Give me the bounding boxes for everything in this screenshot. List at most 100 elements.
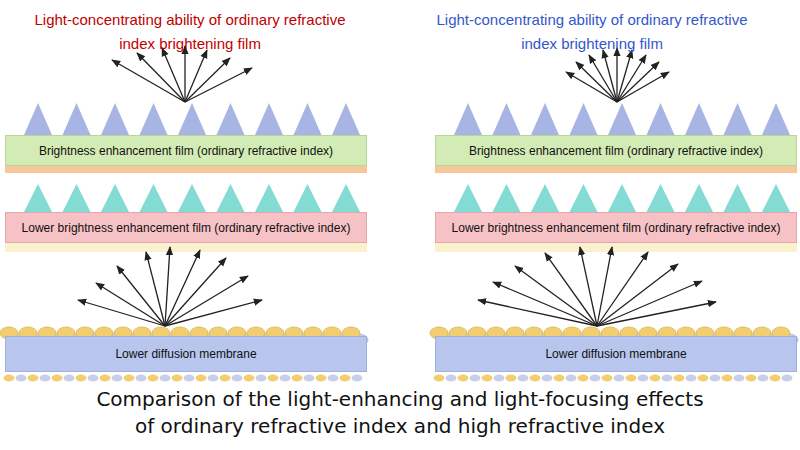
light-ray — [78, 300, 165, 326]
film-label: Lower diffusion membrane — [545, 347, 686, 361]
prism — [454, 184, 482, 212]
back-bead — [722, 375, 733, 382]
light-ray — [597, 302, 716, 326]
prism — [685, 184, 713, 212]
prism — [255, 103, 283, 135]
back-bead — [280, 375, 291, 382]
back-bead — [172, 375, 183, 382]
panel-heading: Light-concentrating ability of ordinary … — [20, 8, 360, 56]
back-bead — [602, 375, 613, 382]
light-ray — [580, 247, 597, 326]
prism — [724, 184, 752, 212]
diffusion-band: Lower diffusion membrane — [435, 336, 797, 372]
back-bead — [506, 375, 517, 382]
back-bead — [76, 375, 87, 382]
prism-film-band: Brightness enhancement film (ordinary re… — [435, 135, 797, 166]
prism — [101, 184, 129, 212]
prism — [63, 184, 91, 212]
back-bead — [28, 375, 39, 382]
back-bead — [304, 375, 315, 382]
back-bead — [638, 375, 649, 382]
light-ray — [185, 50, 207, 102]
back-bead — [316, 375, 327, 382]
back-bead — [698, 375, 709, 382]
backing-strip — [435, 243, 797, 252]
prism — [493, 184, 521, 212]
back-bead — [734, 375, 745, 382]
light-ray — [603, 50, 617, 102]
back-bead — [352, 375, 363, 382]
back-bead — [16, 375, 27, 382]
light-ray — [597, 264, 678, 326]
diffusion-band: Lower diffusion membrane — [5, 336, 367, 372]
light-ray — [617, 72, 669, 102]
back-bead — [662, 375, 673, 382]
back-bead — [746, 375, 757, 382]
prism — [217, 184, 245, 212]
prism — [255, 184, 283, 212]
back-bead — [52, 375, 63, 382]
light-ray — [597, 281, 702, 326]
prism-film-band: Brightness enhancement film (ordinary re… — [5, 135, 367, 166]
lower-prism-film-band: Lower brightness enhancement film (ordin… — [435, 212, 797, 243]
prism — [724, 103, 752, 135]
prism — [608, 103, 636, 135]
back-bead — [578, 375, 589, 382]
prism — [647, 184, 675, 212]
caption: Comparison of the light-enhancing and li… — [90, 386, 710, 440]
back-bead — [494, 375, 505, 382]
back-bead — [40, 375, 51, 382]
back-bead — [770, 375, 781, 382]
prism — [178, 184, 206, 212]
back-bead — [530, 375, 541, 382]
light-ray — [165, 247, 170, 326]
prism — [332, 103, 360, 135]
light-ray — [515, 266, 597, 326]
back-bead — [446, 375, 457, 382]
light-ray — [96, 283, 165, 326]
back-bead — [4, 375, 15, 382]
back-bead — [292, 375, 303, 382]
light-ray — [165, 250, 200, 326]
prism — [454, 103, 482, 135]
prism — [294, 103, 322, 135]
back-bead — [614, 375, 625, 382]
prism — [570, 103, 598, 135]
light-ray — [165, 300, 262, 326]
back-bead — [160, 375, 171, 382]
prism — [570, 184, 598, 212]
back-bead — [100, 375, 111, 382]
back-bead — [196, 375, 207, 382]
prism — [647, 103, 675, 135]
back-bead — [208, 375, 219, 382]
back-bead — [328, 375, 339, 382]
prism — [531, 184, 559, 212]
light-ray — [112, 60, 185, 102]
back-bead — [268, 375, 279, 382]
prism — [294, 184, 322, 212]
light-ray — [589, 55, 617, 102]
light-ray — [184, 46, 185, 102]
film-label: Lower brightness enhancement film (ordin… — [22, 221, 351, 235]
prism — [685, 103, 713, 135]
back-bead — [554, 375, 565, 382]
back-bead — [470, 375, 481, 382]
back-bead — [686, 375, 697, 382]
light-ray — [137, 53, 185, 102]
prism — [332, 184, 360, 212]
back-bead — [626, 375, 637, 382]
back-bead — [518, 375, 529, 382]
prism — [531, 103, 559, 135]
light-ray — [165, 258, 226, 326]
back-bead — [590, 375, 601, 382]
prism — [24, 184, 52, 212]
prism — [493, 103, 521, 135]
prism — [101, 103, 129, 135]
back-bead — [340, 375, 351, 382]
prism — [24, 103, 52, 135]
prism — [140, 184, 168, 212]
backing-strip — [5, 243, 367, 252]
back-bead — [232, 375, 243, 382]
film-label: Brightness enhancement film (ordinary re… — [469, 144, 763, 158]
